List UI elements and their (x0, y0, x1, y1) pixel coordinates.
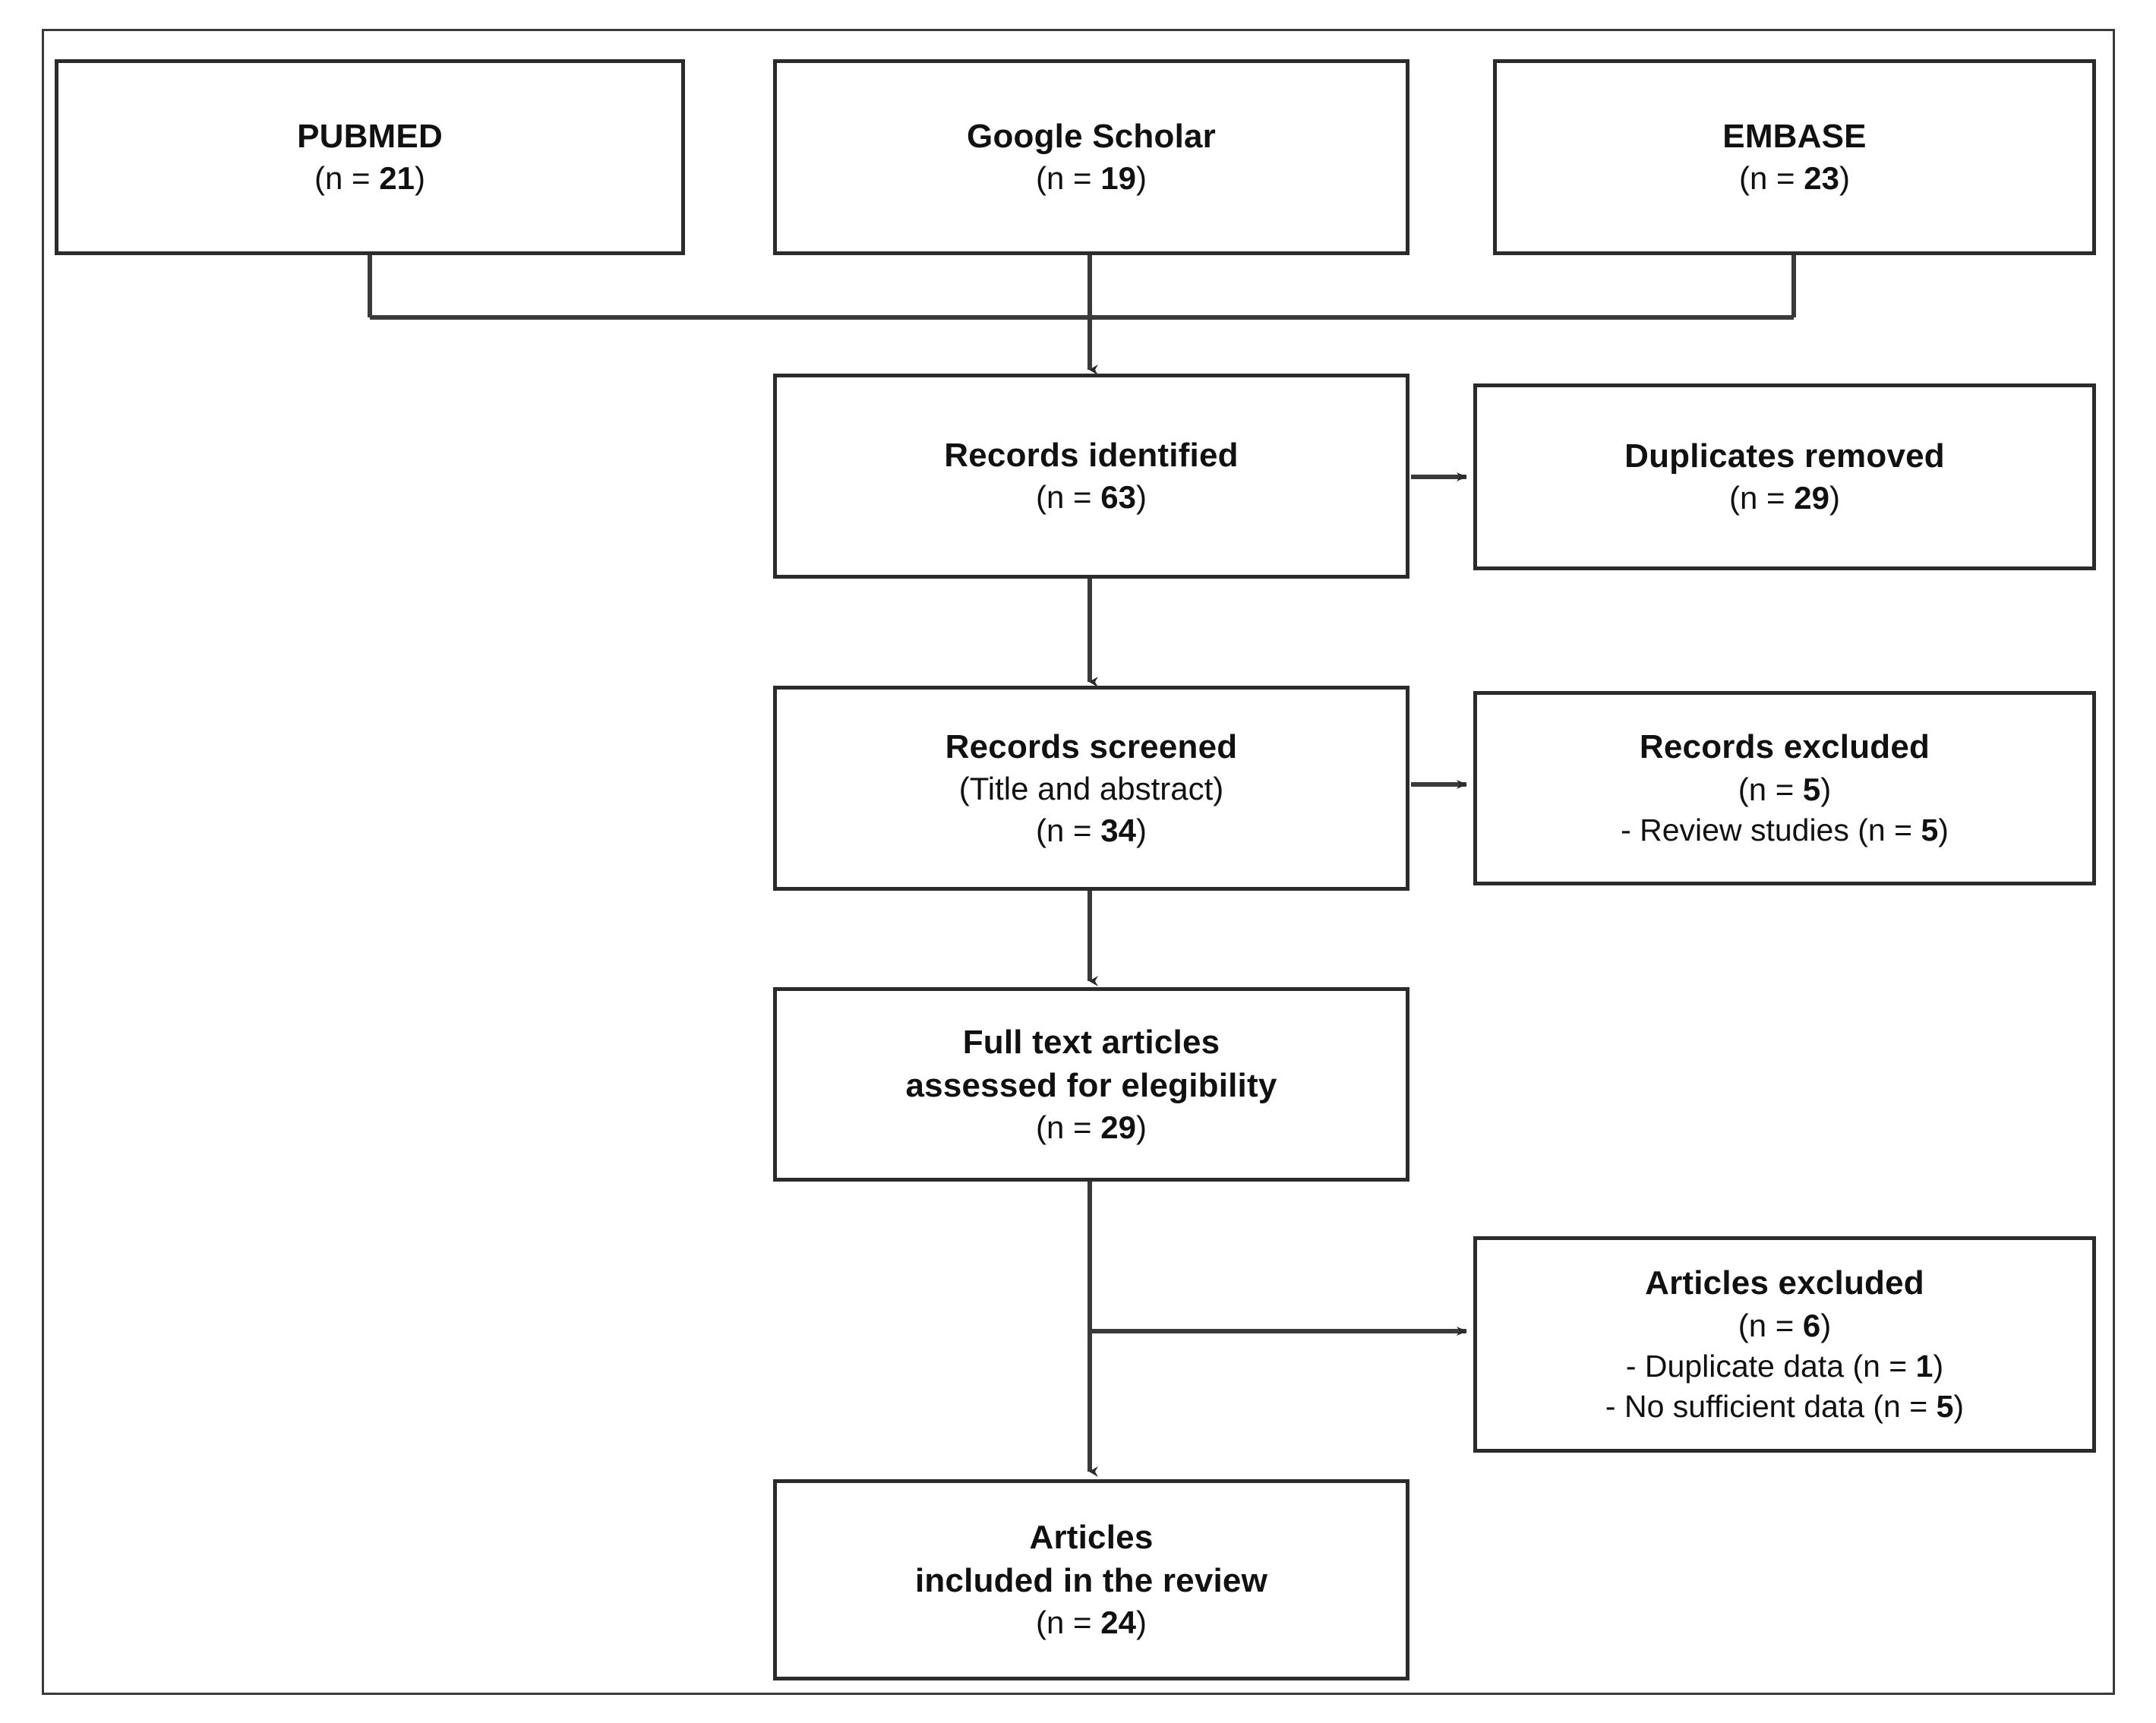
articles-excluded-reason-0: - Duplicate data (n = 1) (1625, 1349, 1944, 1384)
embase-count: (n = 23) (1739, 160, 1850, 197)
articles-included-label-line2: included in the review (914, 1562, 1268, 1600)
node-records-screened: Records screened (Title and abstract) (n… (773, 686, 1409, 891)
pubmed-label: PUBMED (297, 118, 443, 156)
node-records-excluded: Records excluded (n = 5) - Review studie… (1473, 691, 2096, 885)
full-text-label-line2: assessed for elegibility (905, 1066, 1277, 1104)
articles-included-count: (n = 24) (1036, 1605, 1147, 1641)
node-articles-included: Articles included in the review (n = 24) (773, 1479, 1409, 1680)
articles-excluded-label: Articles excluded (1645, 1264, 1924, 1302)
articles-excluded-count: (n = 6) (1738, 1307, 1832, 1343)
google-scholar-count: (n = 19) (1036, 160, 1147, 197)
records-identified-count: (n = 63) (1036, 479, 1147, 516)
records-excluded-reason-0: - Review studies (n = 5) (1621, 813, 1949, 848)
records-identified-label: Records identified (944, 437, 1239, 475)
embase-label: EMBASE (1722, 118, 1867, 156)
node-full-text-assessed: Full text articles assessed for elegibil… (773, 987, 1409, 1182)
records-screened-label: Records screened (945, 727, 1238, 765)
node-google-scholar: Google Scholar (n = 19) (773, 59, 1409, 255)
records-screened-count: (n = 34) (1036, 812, 1147, 848)
duplicates-removed-label: Duplicates removed (1624, 437, 1945, 475)
articles-excluded-reason-1: - No sufficient data (n = 5) (1605, 1389, 1965, 1425)
full-text-label-line1: Full text articles (962, 1023, 1220, 1061)
node-duplicates-removed: Duplicates removed (n = 29) (1473, 383, 2096, 570)
node-embase: EMBASE (n = 23) (1493, 59, 2096, 255)
node-articles-excluded: Articles excluded (n = 6) - Duplicate da… (1473, 1236, 2096, 1453)
records-excluded-label: Records excluded (1639, 728, 1930, 766)
node-pubmed: PUBMED (n = 21) (55, 59, 685, 255)
records-excluded-count: (n = 5) (1738, 771, 1832, 807)
figure-border (42, 29, 2115, 1695)
pubmed-count: (n = 21) (314, 160, 425, 197)
articles-included-label-line1: Articles (1029, 1519, 1154, 1557)
records-screened-subtitle: (Title and abstract) (958, 771, 1224, 806)
full-text-count: (n = 29) (1036, 1109, 1147, 1145)
google-scholar-label: Google Scholar (967, 118, 1216, 156)
duplicates-removed-count: (n = 29) (1729, 480, 1840, 516)
node-records-identified: Records identified (n = 63) (773, 374, 1409, 579)
